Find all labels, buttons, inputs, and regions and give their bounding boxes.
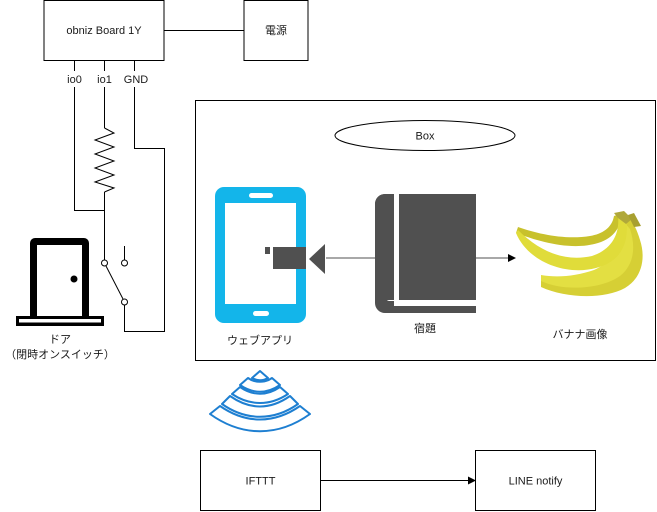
door-sublabel: （閉時オンスイッチ） — [5, 348, 115, 361]
gnd-wire — [124, 60, 165, 332]
switch-icon — [101, 246, 128, 306]
ifttt-label: IFTTT — [246, 476, 276, 488]
pin-io0-label: io0 — [67, 74, 82, 86]
ifttt-node[interactable]: IFTTT — [200, 450, 321, 511]
container-title-ellipse[interactable]: Box — [334, 120, 516, 151]
resistor-icon — [93, 127, 116, 193]
book-icon[interactable] — [375, 194, 476, 313]
homework-label: 宿題 — [414, 321, 436, 335]
door-label: ドア — [49, 333, 71, 346]
pin-gnd-label: GND — [124, 74, 149, 86]
pin-io1-label: io1 — [97, 74, 112, 86]
power-label: 電源 — [265, 23, 287, 37]
wifi-signal-icon — [209, 370, 311, 433]
obniz-board-node[interactable]: obniz Board 1Y — [43, 0, 165, 61]
power-node[interactable]: 電源 — [243, 0, 309, 61]
line-notify-node[interactable]: LINE notify — [475, 450, 596, 511]
web-app-label: ウェブアプリ — [227, 333, 293, 347]
io0-wire — [74, 60, 105, 211]
door-icon — [16, 238, 104, 326]
banana-label: バナナ画像 — [553, 328, 608, 341]
line-notify-label: LINE notify — [509, 476, 563, 488]
container-title: Box — [416, 131, 435, 143]
circuit — [74, 60, 165, 332]
container-box[interactable] — [195, 100, 656, 361]
obniz-board-label: obniz Board 1Y — [66, 25, 142, 37]
banana-icon[interactable] — [516, 211, 643, 297]
camera-icon — [265, 244, 325, 274]
